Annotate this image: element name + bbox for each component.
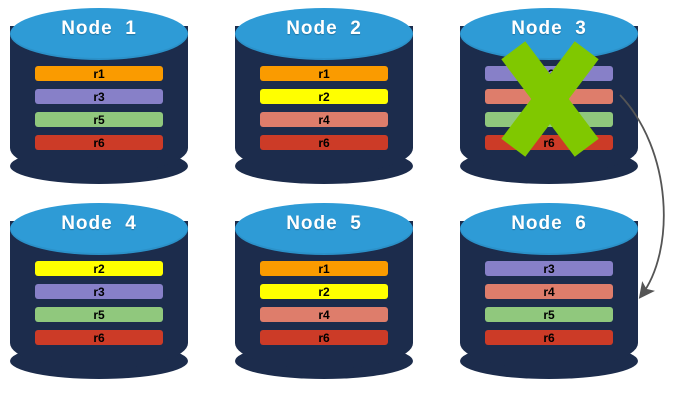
record-bar[interactable]: r5 [485, 112, 613, 127]
node-3[interactable]: Node 3 r3 r4 r5 r6 [460, 8, 638, 188]
record-bar[interactable]: r4 [485, 284, 613, 299]
node-label: Node 4 [61, 213, 137, 234]
record-list: r3 r4 r5 r6 [485, 66, 613, 150]
node-6[interactable]: Node 6 r3 r4 r5 r6 [460, 203, 638, 383]
record-list: r2 r3 r5 r6 [35, 261, 163, 345]
record-bar[interactable]: r5 [35, 307, 163, 322]
node-label: Node 5 [286, 213, 362, 234]
record-bar[interactable]: r6 [35, 330, 163, 345]
record-list: r3 r4 r5 r6 [485, 261, 613, 345]
record-bar[interactable]: r1 [35, 66, 163, 81]
cylinder-top-disc [460, 203, 638, 255]
cylinder-top-disc [235, 8, 413, 60]
record-list: r1 r2 r4 r6 [260, 261, 388, 345]
record-bar[interactable]: r6 [260, 330, 388, 345]
cylinder-top-disc [10, 203, 188, 255]
node-label: Node 1 [61, 18, 137, 39]
cylinder-top-disc [10, 8, 188, 60]
node-4[interactable]: Node 4 r2 r3 r5 r6 [10, 203, 188, 383]
record-bar[interactable]: r3 [485, 66, 613, 81]
record-bar[interactable]: r6 [485, 135, 613, 150]
record-list: r1 r3 r5 r6 [35, 66, 163, 150]
record-bar[interactable]: r2 [260, 284, 388, 299]
record-bar[interactable]: r4 [260, 307, 388, 322]
record-bar[interactable]: r6 [260, 135, 388, 150]
record-bar[interactable]: r2 [35, 261, 163, 276]
record-bar[interactable]: r4 [485, 89, 613, 104]
record-bar[interactable]: r2 [260, 89, 388, 104]
record-bar[interactable]: r3 [35, 284, 163, 299]
node-label: Node 6 [511, 213, 587, 234]
record-bar[interactable]: r4 [260, 112, 388, 127]
record-bar[interactable]: r5 [485, 307, 613, 322]
node-label: Node 3 [511, 18, 587, 39]
node-5[interactable]: Node 5 r1 r2 r4 r6 [235, 203, 413, 383]
record-bar[interactable]: r3 [485, 261, 613, 276]
record-bar[interactable]: r6 [485, 330, 613, 345]
record-list: r1 r2 r4 r6 [260, 66, 388, 150]
node-2[interactable]: Node 2 r1 r2 r4 r6 [235, 8, 413, 188]
cylinder-top-disc [235, 203, 413, 255]
record-bar[interactable]: r6 [35, 135, 163, 150]
node-label: Node 2 [286, 18, 362, 39]
record-bar[interactable]: r5 [35, 112, 163, 127]
node-1[interactable]: Node 1 r1 r3 r5 r6 [10, 8, 188, 188]
record-bar[interactable]: r3 [35, 89, 163, 104]
record-bar[interactable]: r1 [260, 66, 388, 81]
record-bar[interactable]: r1 [260, 261, 388, 276]
